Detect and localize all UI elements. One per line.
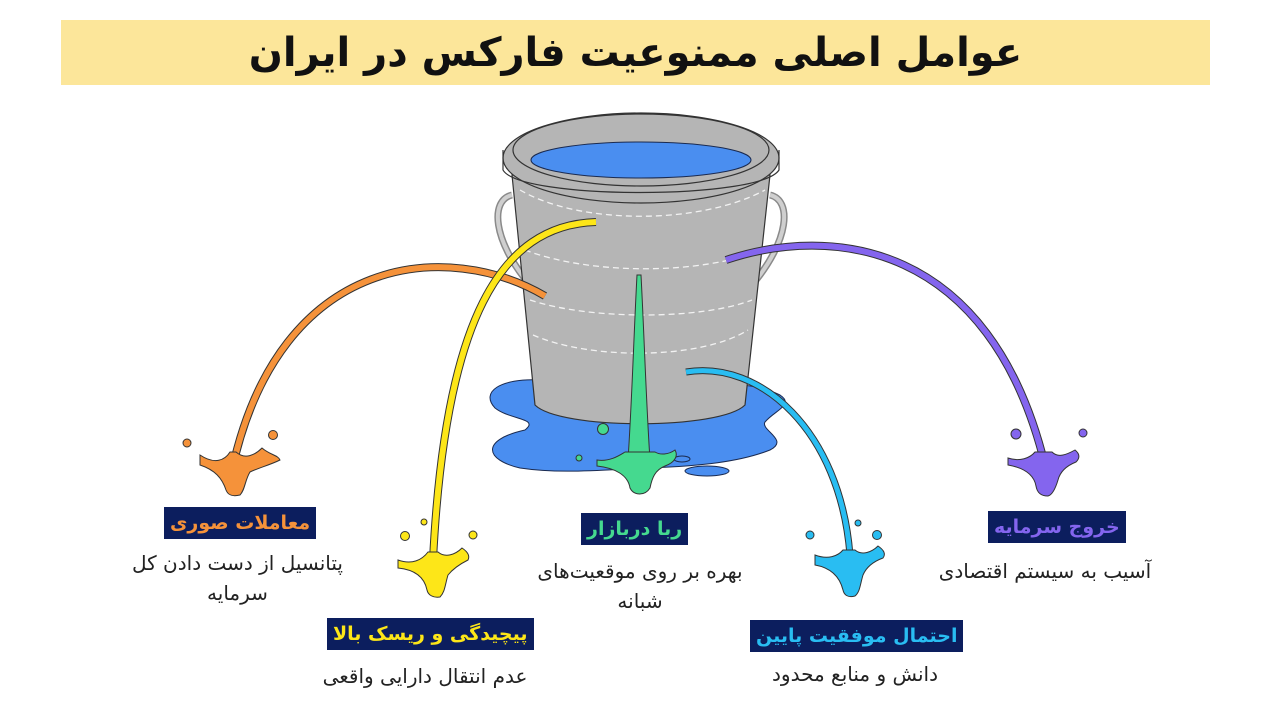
description-line: سرمایه [207,581,268,605]
factor-title-fake-trades: معاملات صوری [164,507,317,539]
factor-description-complexity-risk: عدم انتقال دارایی واقعی [290,661,560,691]
yellow-stream-icon [397,218,597,598]
green-stream-icon [575,274,677,495]
factor-title-complexity-risk: پیچیدگی و ریسک بالا [327,618,534,650]
page-title: عوامل اصلی ممنوعیت فارکس در ایران [248,29,1023,76]
orange-stream-icon [182,263,548,497]
factor-description-capital-flight: آسیب به سیستم اقتصادی [905,556,1185,586]
factor-description-fake-trades: پتانسیل از دست دادن کل سرمایه [100,548,375,608]
description-line: دانش و منابع محدود [772,662,938,686]
description-line: عدم انتقال دارایی واقعی [322,664,528,688]
purple-stream-icon [724,241,1088,497]
title-banner: عوامل اصلی ممنوعیت فارکس در ایران [61,20,1210,85]
cyan-stream-icon [685,367,885,598]
factor-title-low-success: احتمال موفقیت پایین [750,620,964,652]
factor-description-low-success: دانش و منابع محدود [740,659,970,689]
factor-title-capital-flight: خروج سرمایه [988,511,1126,543]
description-line: شبانه [617,589,663,613]
factor-description-usury: بهره بر روی موقعیت‌های شبانه [505,556,775,616]
description-line: پتانسیل از دست دادن کل [132,551,343,575]
description-line: بهره بر روی موقعیت‌های [537,559,743,583]
factor-title-usury: ربا دربازار [581,513,689,545]
description-line: آسیب به سیستم اقتصادی [938,559,1152,583]
